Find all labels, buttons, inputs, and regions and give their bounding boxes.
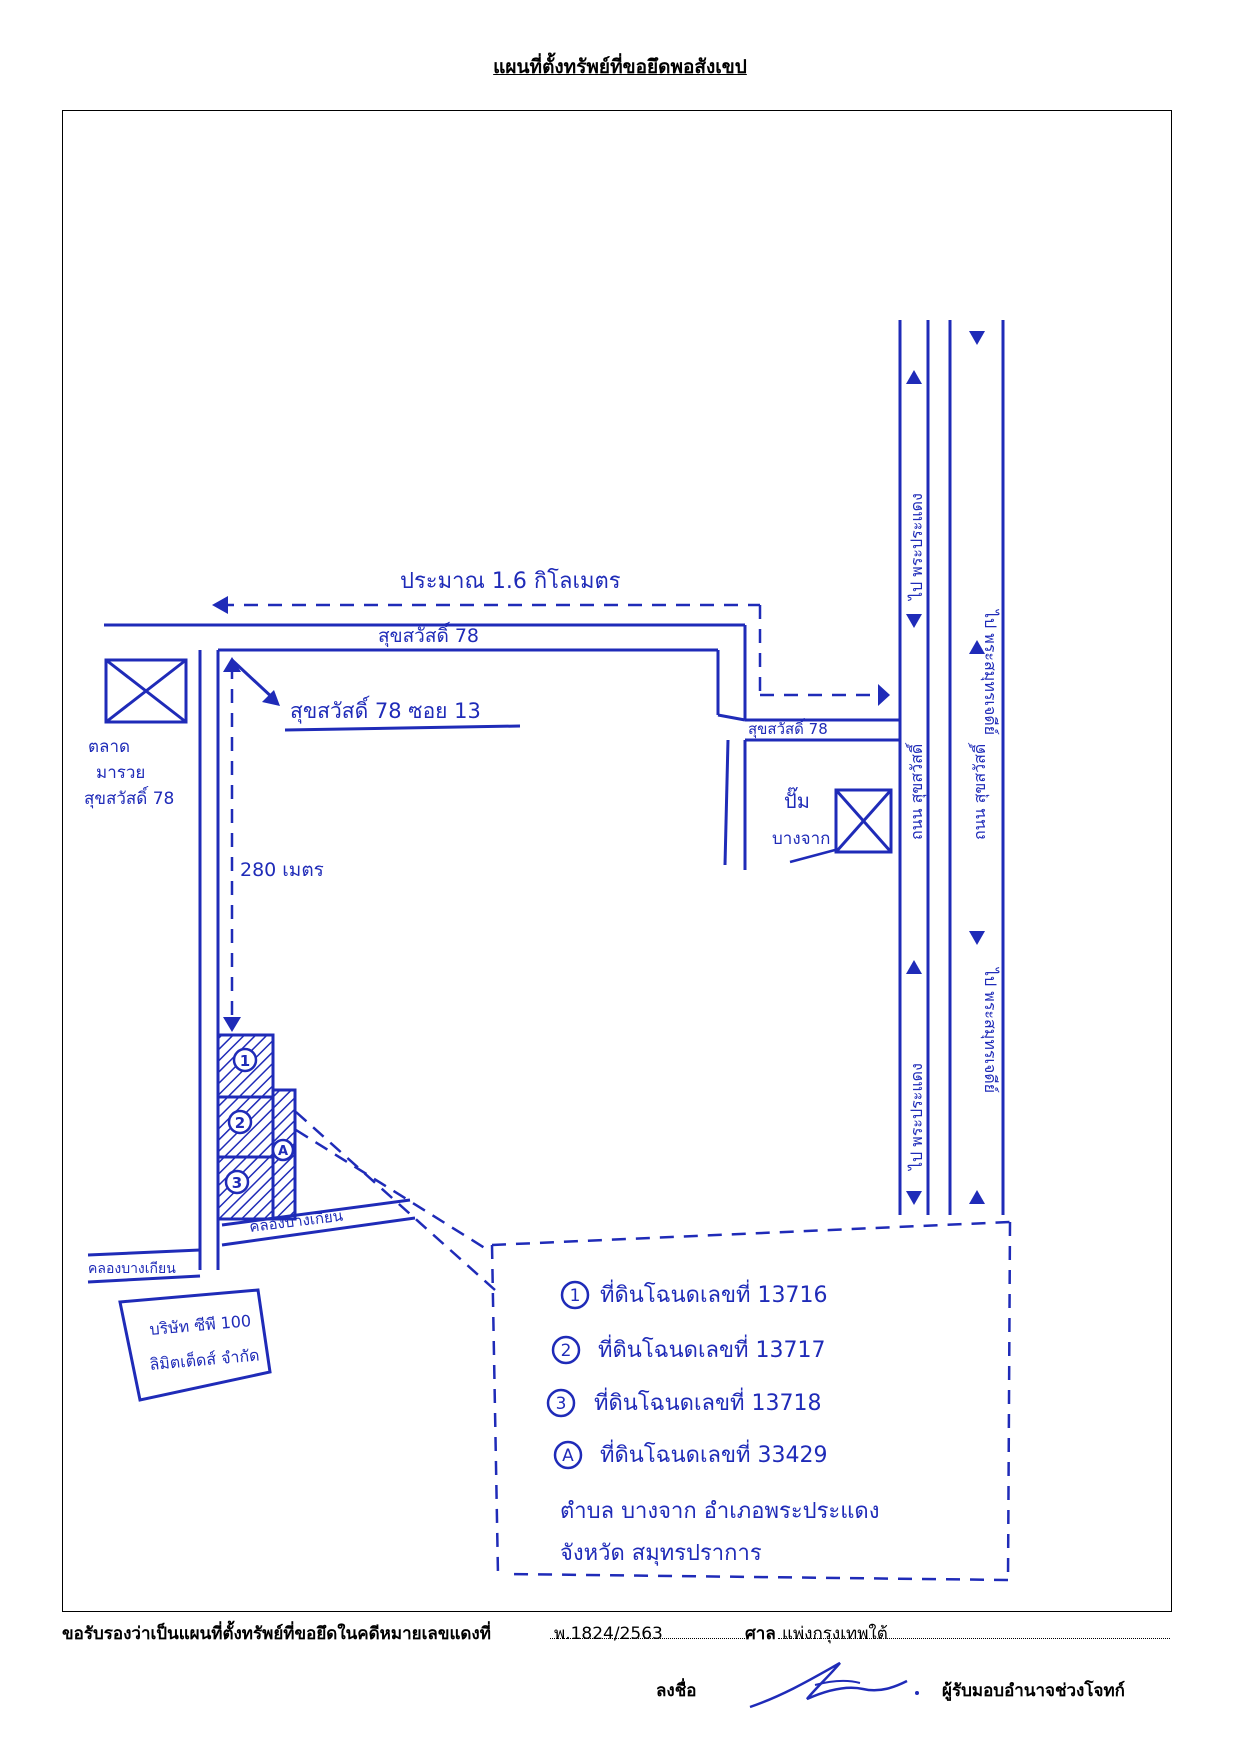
- plot-a-letter: A: [278, 1144, 288, 1159]
- legend-location-line2: จังหวัด สมุทรปราการ: [560, 1541, 762, 1566]
- court-label: ศาล: [745, 1624, 776, 1644]
- case-number-dotted-line: [550, 1638, 745, 1639]
- direction-up-label-2: ไป พระประแดง: [907, 1063, 926, 1172]
- legend-pointer-lines: [295, 1111, 496, 1291]
- legend-item-1: ที่ดินโฉนดเลขที่ 13716: [600, 1279, 827, 1308]
- legend-item-3: ที่ดินโฉนดเลขที่ 13718: [594, 1387, 821, 1416]
- canal-bang-kian: [87, 1198, 416, 1284]
- signer-role: ผู้รับมอบอำนาจช่วงโจทก์: [942, 1681, 1125, 1701]
- plot-3-number: 3: [232, 1174, 242, 1192]
- legend-markers: [546, 1280, 590, 1470]
- court-name: แพ่งกรุงเทพใต้: [782, 1624, 888, 1644]
- document-title: แผนที่ตั้งทรัพย์ที่ขอยึดพอสังเขป: [493, 56, 747, 78]
- soi-arrow-bottom: [223, 1017, 241, 1032]
- distance-soi-label: 280 เมตร: [240, 859, 324, 881]
- legend-item-2: ที่ดินโฉนดเลขที่ 13717: [598, 1334, 825, 1363]
- case-number: พ.1824/2563: [554, 1624, 663, 1644]
- legend-marker-1: 1: [570, 1286, 581, 1306]
- direction-down-label-2: ไป พระสมุทรเจดีย์: [980, 966, 1000, 1093]
- road-sukhumvit-78-main: [104, 623, 900, 1270]
- certification-line: ขอรับรองว่าเป็นแผนที่ตั้งทรัพย์ที่ขอยึดใ…: [62, 1612, 1172, 1646]
- certify-label: ขอรับรองว่าเป็นแผนที่ตั้งทรัพย์ที่ขอยึดใ…: [62, 1624, 491, 1644]
- market-label-line2: มารวย: [96, 763, 145, 783]
- soi-label: สุขสวัสดิ์ 78 ซอย 13: [290, 695, 481, 724]
- distance-arrow-left: [212, 596, 228, 614]
- gas-station-building-icon: [834, 788, 893, 854]
- highway-arrows: [906, 331, 985, 1205]
- legend-location-line1: ตำบล บางจาก อำเภอพระประแดง: [560, 1499, 879, 1524]
- court-name-dotted-line: [778, 1638, 1170, 1639]
- distance-arrow-right: [878, 684, 890, 706]
- highway-sukhumvit: [898, 320, 1005, 1215]
- legend-dashed-box: [490, 1220, 1012, 1582]
- highway-label-north: ถนน สุขสวัสดิ์: [905, 742, 927, 840]
- soi-arrow-top: [223, 657, 241, 672]
- gas-station-pointer: [789, 848, 836, 864]
- signature-row: ลงชื่อ ผู้รับมอบอำนาจช่วงโจทก์: [0, 1655, 1240, 1715]
- market-label-line1: ตลาด: [88, 737, 130, 757]
- plot-2-number: 2: [235, 1114, 245, 1132]
- company-label-line1: บริษัท ซีพี 100: [149, 1311, 252, 1339]
- direction-up-label-1: ไป พระประแดง: [907, 493, 926, 602]
- market-building-icon: [104, 658, 188, 724]
- highway-label-south: ถนน สุขสวัสดิ์: [968, 742, 990, 840]
- company-box: [118, 1288, 272, 1402]
- map-frame: [62, 110, 1172, 1612]
- legend-item-a: ที่ดินโฉนดเลขที่ 33429: [600, 1439, 827, 1468]
- legend-marker-a: A: [562, 1446, 574, 1466]
- distance-dashed-route: [220, 603, 880, 1025]
- canal-label-left: คลองบางเกียน: [88, 1261, 176, 1277]
- soi-pointer-line: [230, 658, 277, 702]
- plot-markers: [224, 1047, 295, 1195]
- soi-pointer-arrow: [262, 690, 280, 706]
- road-main-label: สุขสวัสดิ์ 78: [378, 621, 479, 648]
- distance-label: ประมาณ 1.6 กิโลเมตร: [400, 568, 621, 594]
- signature-mark: [749, 1661, 919, 1709]
- legend-marker-3: 3: [556, 1394, 567, 1414]
- direction-down-label-1: ไป พระสมุทรเจดีย์: [980, 608, 1000, 735]
- market-label-line3: สุขสวัสดิ์ 78: [84, 786, 174, 809]
- road-branch-label: สุขสวัสดิ์ 78: [748, 718, 828, 739]
- gas-station-label-line1: ปั๊ม: [784, 786, 810, 813]
- legend-marker-2: 2: [561, 1341, 572, 1361]
- sign-label: ลงชื่อ: [656, 1681, 697, 1701]
- plot-1-number: 1: [240, 1052, 250, 1070]
- company-label-line2: ลิมิตเต็ดส์ จำกัด: [149, 1344, 261, 1374]
- gas-station-label-line2: บางจาก: [772, 829, 830, 849]
- soi-underline: [284, 724, 521, 732]
